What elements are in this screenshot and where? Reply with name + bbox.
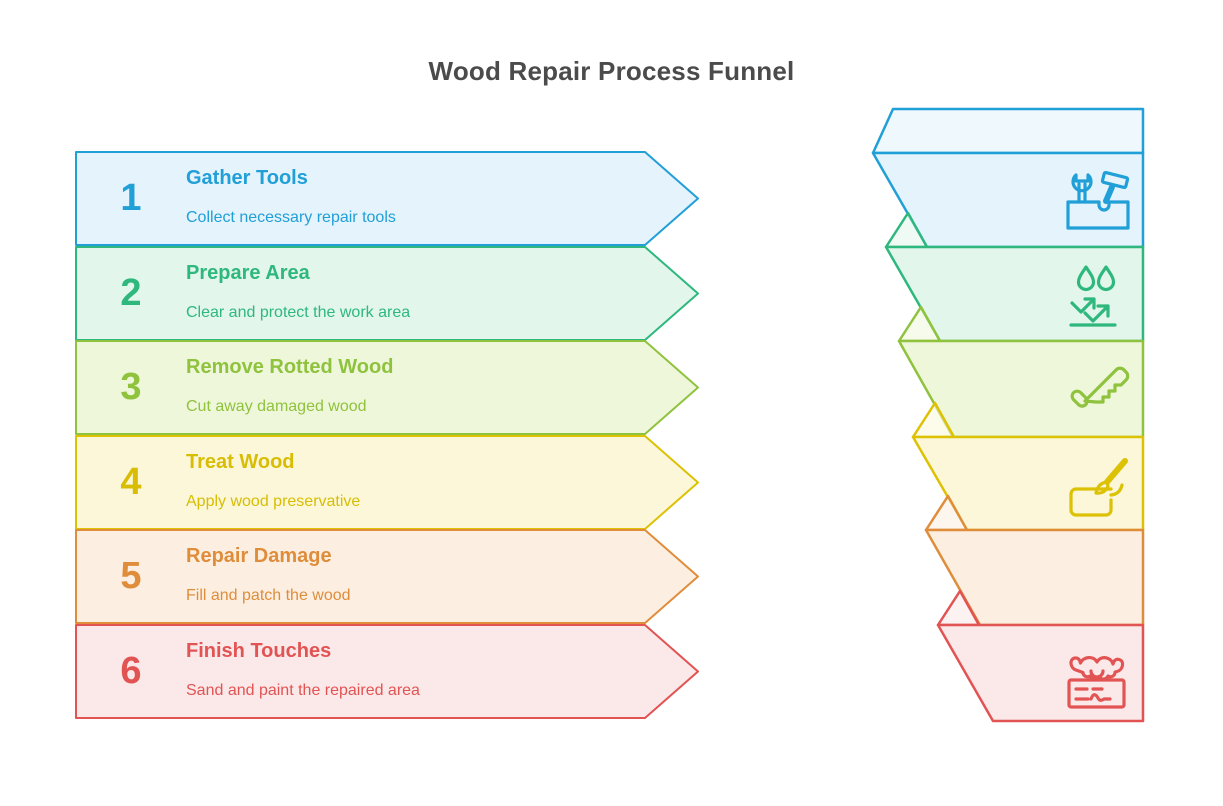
step-row-2: 2 Prepare Area Clear and protect the wor…	[0, 247, 710, 340]
step-title: Finish Touches	[186, 640, 332, 662]
step-row-1: 1 Gather Tools Collect necessary repair …	[0, 152, 710, 245]
tray-rim	[1109, 483, 1124, 497]
arrow-1	[1070, 297, 1096, 314]
step-description: Cut away damaged wood	[186, 398, 367, 415]
page-title: Wood Repair Process Funnel	[428, 56, 795, 86]
funnel-ribbon	[871, 107, 1145, 723]
banner-step-3	[75, 340, 699, 435]
arrow-2	[1083, 304, 1110, 323]
step-banners	[75, 151, 699, 719]
step-row-4: 4 Treat Wood Apply wood preservative	[0, 436, 710, 529]
step-number: 5	[120, 555, 142, 597]
wrench-handle	[1077, 182, 1087, 204]
step-number: 4	[120, 461, 142, 503]
banner-step-6	[75, 624, 699, 719]
step-description: Clear and protect the work area	[186, 304, 411, 321]
funnel-top-fold-1	[871, 107, 1145, 155]
sander-icon	[1067, 656, 1126, 709]
brush-bristles	[1094, 480, 1110, 495]
step-number: 3	[120, 366, 142, 408]
step-number: 1	[120, 177, 142, 219]
step-description: Sand and paint the repaired area	[186, 682, 420, 699]
toolbox-icon	[1066, 170, 1130, 230]
hammer-handle	[1103, 184, 1115, 204]
step-row-5: 5 Repair Damage Fill and patch the wood	[0, 530, 710, 623]
banner-step-5	[75, 529, 699, 624]
saw-icon	[1070, 366, 1130, 408]
water-drops-icon	[1069, 265, 1117, 327]
step-title: Repair Damage	[186, 545, 332, 567]
step-row-6: 6 Finish Touches Sand and paint the repa…	[0, 625, 710, 718]
saw-blade	[1083, 366, 1130, 404]
step-title: Remove Rotted Wood	[186, 356, 394, 378]
step-description: Fill and patch the wood	[186, 587, 351, 604]
board-grain-bottom	[1074, 693, 1112, 702]
step-description: Apply wood preservative	[186, 493, 361, 510]
step-number: 2	[120, 272, 142, 314]
wood-board	[1067, 678, 1126, 709]
banner-step-4	[75, 435, 699, 530]
step-number: 6	[120, 650, 142, 692]
step-title: Prepare Area	[186, 262, 310, 284]
step-description: Collect necessary repair tools	[186, 209, 396, 226]
step-title: Gather Tools	[186, 167, 308, 189]
banner-step-2	[75, 246, 699, 341]
sander-notch	[1089, 669, 1105, 679]
saw-handle	[1070, 389, 1089, 408]
toolbox-box	[1066, 200, 1130, 230]
paint-tray	[1069, 487, 1113, 517]
step-title: Treat Wood	[186, 451, 295, 473]
banner-step-1	[75, 151, 699, 246]
drop-1	[1076, 265, 1096, 292]
drop-2	[1096, 265, 1116, 292]
step-row-3: 3 Remove Rotted Wood Cut away damaged wo…	[0, 341, 710, 434]
paintbrush-icon	[1069, 458, 1128, 517]
brush-handle	[1104, 458, 1128, 485]
